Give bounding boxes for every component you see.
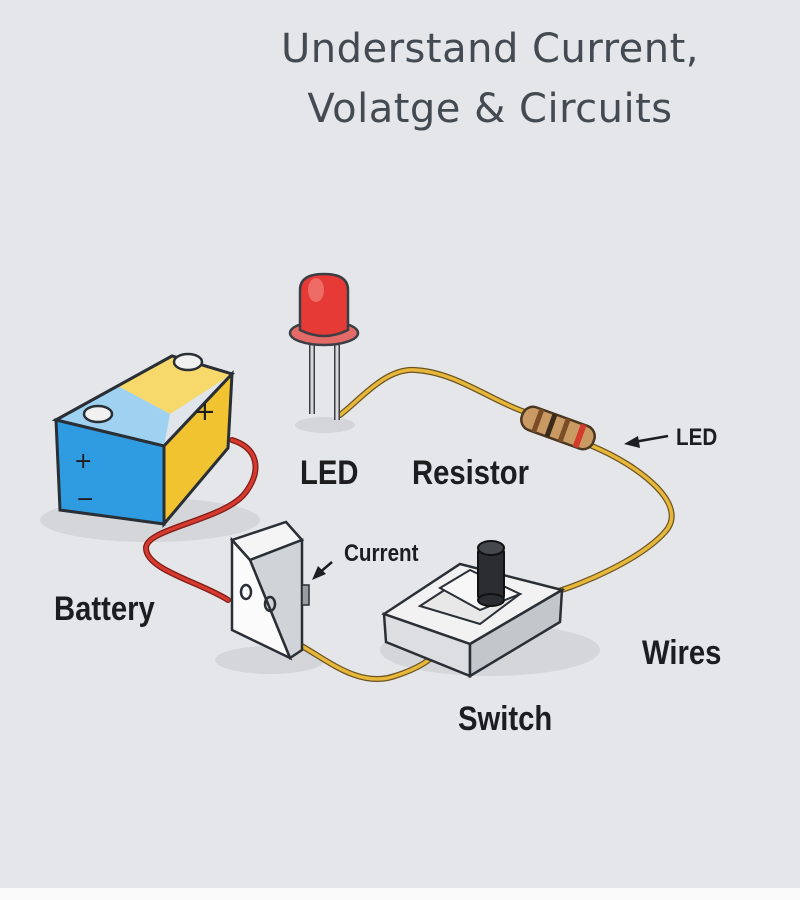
led-pointer-label: LED: [676, 424, 718, 451]
title-line-2: Volatge & Circuits: [307, 86, 673, 132]
current-meter-icon: [229, 520, 310, 661]
switch-label: Switch: [458, 700, 553, 738]
title-line-1: Understand Current,: [280, 26, 699, 72]
battery-front-plus: +: [74, 449, 92, 474]
resistor-label: Resistor: [412, 454, 530, 492]
bottom-strip: [0, 888, 800, 900]
current-arrow-icon: [312, 561, 333, 580]
led-label: LED: [300, 454, 359, 492]
arrow-left-icon: [624, 434, 669, 448]
battery-icon: [51, 352, 235, 529]
led-icon: [288, 272, 360, 420]
switch-icon: [381, 540, 566, 679]
battery-front-minus: −: [76, 487, 94, 512]
battery-label: Battery: [54, 590, 155, 628]
wires-label: Wires: [642, 634, 722, 672]
current-label: Current: [344, 540, 419, 567]
resistor-icon: [520, 405, 596, 451]
battery-top-plus: +: [194, 397, 216, 427]
